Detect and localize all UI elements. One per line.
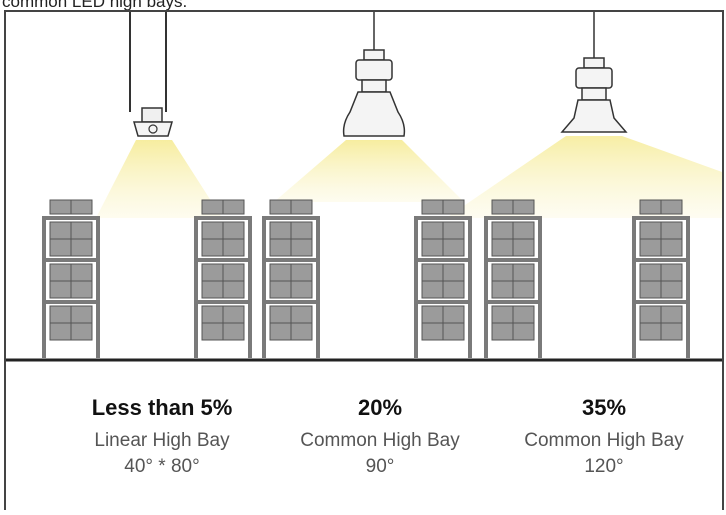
rack-upright — [484, 216, 488, 358]
common-high-bay-fixture-90 — [342, 12, 406, 137]
beam-angle-120: 120° — [584, 456, 624, 477]
rack-upright — [194, 216, 198, 358]
rack-beam — [194, 216, 252, 220]
beam-angle-linear: 40° * 80° — [124, 456, 200, 477]
storage-racks — [42, 199, 690, 358]
rack-upright — [414, 216, 418, 358]
rack-upright — [42, 216, 46, 358]
rack-beam — [632, 216, 690, 220]
rack-beam — [262, 216, 320, 220]
rack-beam — [414, 300, 472, 304]
glare-percent-linear: Less than 5% — [91, 395, 233, 420]
glare-percent-90: 20% — [357, 395, 403, 420]
rack-beam — [42, 216, 100, 220]
rack-beam — [262, 258, 320, 262]
fixture-name-90: Common High Bay — [300, 430, 460, 451]
rack-upright — [248, 216, 252, 358]
rack-upright — [468, 216, 472, 358]
label-common-high-bay-90: 20% Common High Bay 90° — [260, 394, 500, 480]
rack-beam — [632, 258, 690, 262]
beam-linear — [96, 140, 222, 218]
rack-beam — [194, 300, 252, 304]
rack-upright — [632, 216, 636, 358]
beam-90 — [274, 140, 464, 202]
rack-upright — [262, 216, 266, 358]
rack-beam — [42, 258, 100, 262]
illustration-frame: Less than 5% Linear High Bay 40° * 80° 2… — [4, 10, 724, 510]
rack-upright — [686, 216, 690, 358]
rack-upright — [96, 216, 100, 358]
fixture-name-linear: Linear High Bay — [94, 430, 230, 451]
rack-beam — [414, 216, 472, 220]
rack-beam — [262, 300, 320, 304]
rack-upright — [538, 216, 542, 358]
common-high-bay-fixture-120 — [560, 12, 628, 133]
warehouse-scene — [6, 12, 722, 362]
rack-beam — [484, 258, 542, 262]
rack-beam — [484, 216, 542, 220]
label-common-high-bay-120: 35% Common High Bay 120° — [484, 394, 722, 480]
label-linear-high-bay: Less than 5% Linear High Bay 40° * 80° — [42, 394, 282, 480]
caption-text: common LED high bays. — [2, 0, 188, 11]
glare-percent-120: 35% — [581, 395, 627, 420]
beam-120 — [446, 136, 722, 218]
rack-beam — [42, 300, 100, 304]
rack-beam — [632, 300, 690, 304]
linear-high-bay-fixture — [129, 12, 173, 137]
rack-beam — [484, 300, 542, 304]
rack-upright — [316, 216, 320, 358]
fixture-name-120: Common High Bay — [524, 430, 684, 451]
beam-angle-90: 90° — [365, 456, 395, 477]
rack-beam — [414, 258, 472, 262]
rack-beam — [194, 258, 252, 262]
